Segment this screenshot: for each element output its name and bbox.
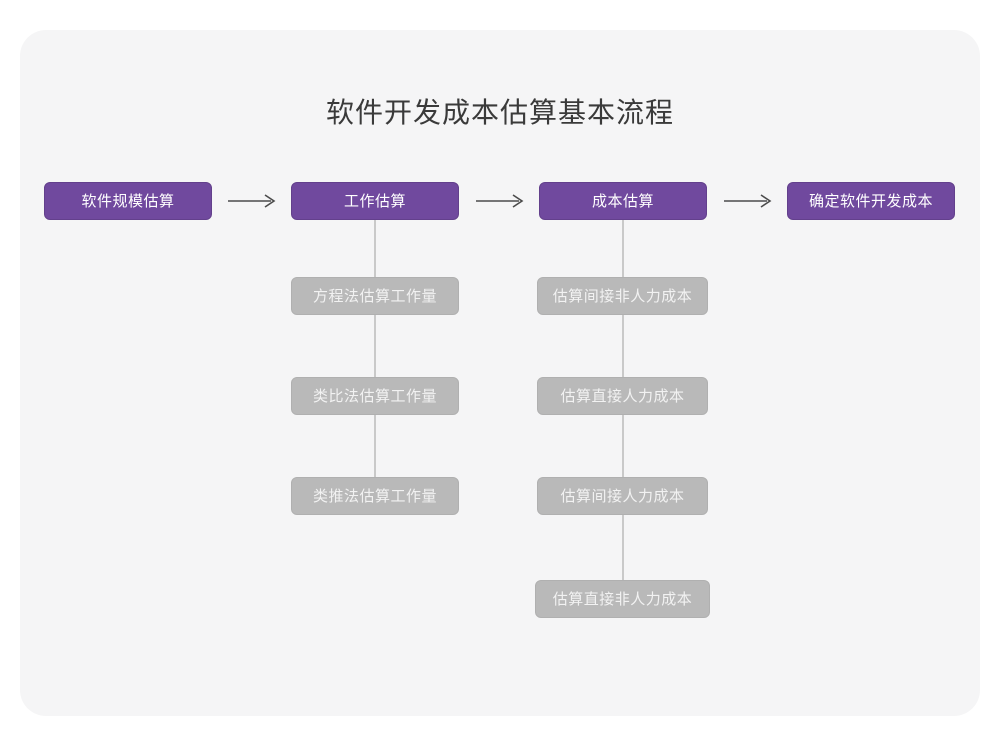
- diagram-card: [20, 30, 980, 716]
- stage-box-cost-estimation[interactable]: 成本估算: [539, 182, 707, 220]
- substep-label: 估算间接人力成本: [560, 486, 685, 505]
- stage-box-software-size-estimation[interactable]: 软件规模估算: [44, 182, 212, 220]
- page-title: 软件开发成本估算基本流程: [325, 96, 674, 129]
- substep-label: 类推法估算工作量: [312, 486, 437, 505]
- substep-box-analogue-method-effort[interactable]: 类推法估算工作量: [291, 477, 459, 515]
- substep-box-direct-nonlabor-cost[interactable]: 估算直接非人力成本: [535, 580, 710, 618]
- stage-label: 软件规模估算: [81, 191, 175, 210]
- substep-label: 类比法估算工作量: [312, 386, 437, 405]
- stage-box-effort-estimation[interactable]: 工作估算: [291, 182, 459, 220]
- stage-label: 确定软件开发成本: [808, 191, 933, 210]
- substep-box-analogy-method-effort[interactable]: 类比法估算工作量: [291, 377, 459, 415]
- substep-label: 估算间接非人力成本: [552, 286, 693, 305]
- stage-label: 成本估算: [591, 191, 654, 210]
- substep-box-indirect-nonlabor-cost[interactable]: 估算间接非人力成本: [537, 277, 708, 315]
- substep-box-direct-labor-cost[interactable]: 估算直接人力成本: [537, 377, 708, 415]
- substep-label: 估算直接非人力成本: [552, 589, 693, 608]
- connector-line-effort: [374, 213, 376, 499]
- flow-arrow-1-icon: [222, 182, 284, 220]
- stage-box-determine-dev-cost[interactable]: 确定软件开发成本: [787, 182, 955, 220]
- flow-arrow-3-icon: [718, 182, 780, 220]
- flow-arrow-2-icon: [470, 182, 532, 220]
- substep-box-equation-method-effort[interactable]: 方程法估算工作量: [291, 277, 459, 315]
- substep-label: 估算直接人力成本: [560, 386, 685, 405]
- substep-label: 方程法估算工作量: [312, 286, 437, 305]
- substep-box-indirect-labor-cost[interactable]: 估算间接人力成本: [537, 477, 708, 515]
- stage-label: 工作估算: [343, 191, 406, 210]
